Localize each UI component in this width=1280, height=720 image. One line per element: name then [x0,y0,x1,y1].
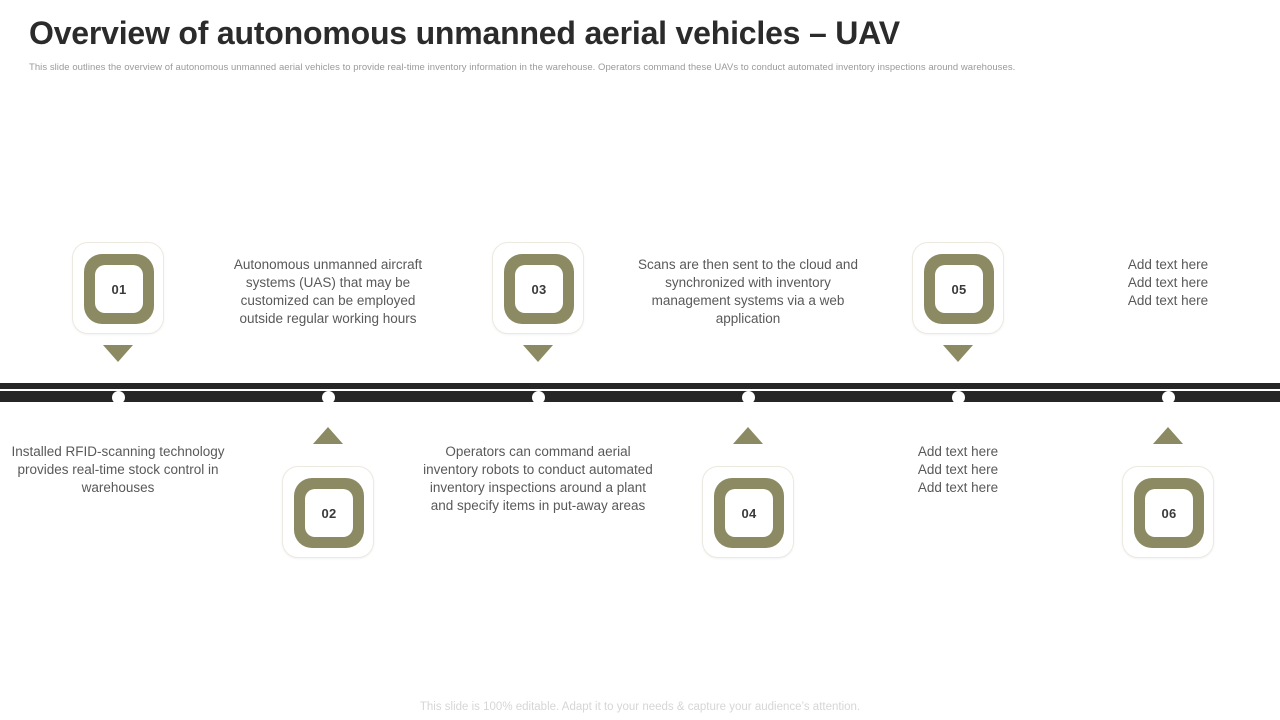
step-description-05: Add text here Add text here Add text her… [1058,256,1278,310]
badge-ring-04: 04 [714,478,784,548]
step-description-05-line-3: Add text here [1127,293,1209,308]
step-description-06-line-3: Add text here [917,480,999,495]
step-number-02: 02 [321,505,337,521]
step-badge-03[interactable]: 03 [492,242,584,334]
badge-core-01: 01 [95,265,143,313]
timeline-dot-06 [1161,391,1175,404]
step-badge-04[interactable]: 04 [702,466,794,558]
badge-core-05: 05 [935,265,983,313]
step-description-04: Operators can command aerial inventory r… [423,444,653,513]
timeline-bar [0,383,1280,402]
footer-note: This slide is 100% editable. Adapt it to… [419,701,861,713]
step-description-05-line-1: Add text here [1127,257,1209,272]
badge-ring-03: 03 [504,254,574,324]
page-title: Overview of autonomous unmanned aerial v… [29,15,900,51]
timeline-dot-05 [951,391,965,404]
step-description-06-line-2: Add text here [917,462,999,477]
badge-ring-02: 02 [294,478,364,548]
badge-core-03: 03 [515,265,563,313]
arrow-up-icon-06 [1153,427,1183,444]
arrow-up-icon-04 [733,427,763,444]
step-number-03: 03 [531,281,547,297]
arrow-down-icon-03 [523,345,553,362]
step-number-01: 01 [111,281,127,297]
badge-ring-01: 01 [84,254,154,324]
step-badge-01[interactable]: 01 [72,242,164,334]
step-description-02: Installed RFID-scanning technology provi… [11,444,225,495]
arrow-down-icon-01 [103,345,133,362]
step-description-03: Scans are then sent to the cloud and syn… [638,257,858,326]
timeline-dot-01 [111,391,125,404]
slide-header: Overview of autonomous unmanned aerial v… [29,12,1251,75]
step-badge-06[interactable]: 06 [1122,466,1214,558]
step-badge-02[interactable]: 02 [282,466,374,558]
step-description-01: Autonomous unmanned aircraft systems (UA… [233,257,423,326]
timeline-dot-03 [531,391,545,404]
timeline-dot-04 [741,391,755,404]
timeline-bar-highlight-line [0,389,1280,391]
badge-core-04: 04 [725,489,773,537]
badge-ring-05: 05 [924,254,994,324]
timeline-dot-02 [321,391,335,404]
arrow-up-icon-02 [313,427,343,444]
slide-subtitle: This slide outlines the overview of auto… [29,62,1016,73]
step-number-04: 04 [741,505,757,521]
badge-ring-06: 06 [1134,478,1204,548]
step-description-06: Add text here Add text here Add text her… [848,443,1068,497]
step-number-06: 06 [1161,505,1177,521]
step-description-06-line-1: Add text here [917,444,999,459]
badge-core-06: 06 [1145,489,1193,537]
arrow-down-icon-05 [943,345,973,362]
badge-core-02: 02 [305,489,353,537]
step-description-05-line-2: Add text here [1127,275,1209,290]
step-badge-05[interactable]: 05 [912,242,1004,334]
step-number-05: 05 [951,281,967,297]
